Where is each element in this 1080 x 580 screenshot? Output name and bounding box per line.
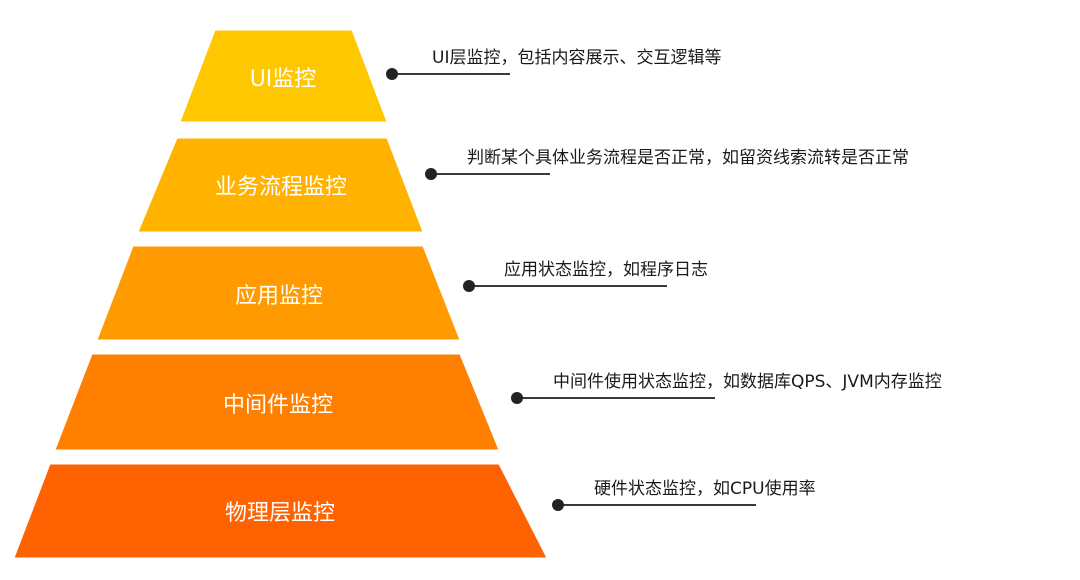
layer-ui-label: UI监控 — [250, 67, 317, 92]
layer-business-label: 业务流程监控 — [215, 175, 347, 200]
layer-middleware-shape — [54, 353, 500, 451]
layer-application-connector-dot — [463, 280, 475, 292]
layer-ui-description: UI层监控，包括内容展示、交互逻辑等 — [432, 48, 721, 68]
layer-physical-label: 物理层监控 — [225, 501, 335, 526]
layer-application-description: 应用状态监控，如程序日志 — [504, 260, 708, 280]
layer-physical-description: 硬件状态监控，如CPU使用率 — [594, 478, 816, 499]
layer-application: 应用监控 应用状态监控，如程序日志 — [96, 245, 708, 341]
layer-business-shape — [137, 137, 424, 233]
layer-physical-connector-dot — [552, 499, 564, 511]
layer-ui-shape — [179, 29, 388, 123]
layer-middleware-description: 中间件使用状态监控，如数据库QPS、JVM内存监控 — [553, 371, 942, 392]
layer-application-label: 应用监控 — [235, 284, 323, 309]
layer-application-shape — [96, 245, 461, 341]
layer-middleware: 中间件监控 中间件使用状态监控，如数据库QPS、JVM内存监控 — [54, 353, 942, 451]
layer-business-connector-dot — [425, 168, 437, 180]
layer-business-description: 判断某个具体业务流程是否正常，如留资线索流转是否正常 — [467, 148, 909, 168]
layer-physical: 物理层监控 硬件状态监控，如CPU使用率 — [13, 463, 816, 559]
layer-ui-connector-dot — [386, 68, 398, 80]
layer-business: 业务流程监控 判断某个具体业务流程是否正常，如留资线索流转是否正常 — [137, 137, 909, 233]
layer-physical-shape — [13, 463, 548, 559]
layer-middleware-label: 中间件监控 — [223, 393, 333, 418]
layer-middleware-connector-dot — [511, 392, 523, 404]
layer-ui: UI监控 UI层监控，包括内容展示、交互逻辑等 — [179, 29, 721, 123]
